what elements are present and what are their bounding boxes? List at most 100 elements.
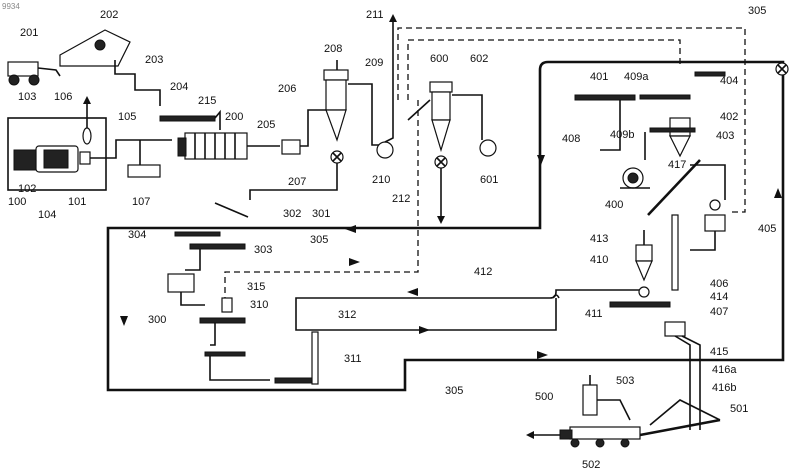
feed-215: [215, 112, 220, 130]
cyclone-410: [636, 230, 652, 280]
line-to-405: [690, 165, 725, 200]
generator-102: [14, 150, 36, 170]
label-404: 404: [720, 75, 738, 87]
label-402: 402: [720, 111, 738, 123]
label-303: 303: [254, 244, 272, 256]
conveyor-302: [215, 203, 248, 217]
hopper-202: [60, 30, 130, 66]
label-210: 210: [372, 174, 390, 186]
label-102: 102: [18, 183, 36, 195]
label-205: 205: [257, 119, 275, 131]
label-501: 501: [730, 403, 748, 415]
conveyor-203: [115, 60, 160, 106]
vent-106-arrow: [83, 96, 91, 104]
label-207: 207: [288, 176, 306, 188]
screen-310: [200, 318, 245, 323]
conveyor-501: [640, 420, 720, 435]
label-106: 106: [54, 91, 72, 103]
cyclone-600: [430, 82, 452, 168]
label-406: 406: [710, 278, 728, 290]
label-414: 414: [710, 291, 728, 303]
screen-409a: [640, 95, 690, 99]
arrow-up-right: [774, 188, 782, 198]
pump-101: [80, 152, 90, 164]
label-104: 104: [38, 209, 56, 221]
line-209: [348, 84, 380, 145]
label-202: 202: [100, 9, 118, 21]
label-401: 401: [590, 71, 608, 83]
line-303-down: [185, 249, 200, 270]
unit-405: [705, 215, 725, 231]
label-600: 600: [430, 53, 448, 65]
truck-502: [560, 427, 640, 447]
label-107: 107: [132, 196, 150, 208]
label-100: 100: [8, 196, 26, 208]
label-203: 203: [145, 54, 163, 66]
label-201: 201: [20, 27, 38, 39]
mill-400-core: [628, 173, 638, 183]
label-407: 407: [710, 306, 728, 318]
line-105: [90, 140, 172, 158]
fan-210: [377, 142, 393, 158]
screen-204: [160, 116, 215, 121]
arrow-loop-left: [345, 225, 356, 233]
label-602: 602: [470, 53, 488, 65]
label-305-b: 305: [445, 385, 463, 397]
unit-415: [665, 322, 685, 336]
corner-id: 9934: [2, 2, 20, 11]
label-400: 400: [605, 199, 623, 211]
label-206: 206: [278, 83, 296, 95]
line-416b: [682, 336, 700, 430]
valve-411: [639, 287, 649, 297]
cyclone-208: [324, 70, 348, 163]
line-503: [597, 400, 630, 420]
label-208: 208: [324, 43, 342, 55]
filter-106: [83, 128, 91, 144]
screen-304: [175, 232, 220, 236]
fan-601: [480, 140, 496, 156]
label-301: 301: [312, 208, 330, 220]
label-601: 601: [480, 174, 498, 186]
arrow-loop-right-3: [537, 351, 548, 359]
dashed-315: [225, 100, 418, 300]
label-408: 408: [562, 133, 580, 145]
label-105: 105: [118, 111, 136, 123]
tank-107: [128, 165, 160, 177]
arrow-600-down: [437, 216, 445, 224]
label-412: 412: [474, 266, 492, 278]
label-302: 302: [283, 208, 301, 220]
label-310: 310: [250, 299, 268, 311]
dryer-200: [178, 133, 247, 159]
label-305-a: 305: [310, 234, 328, 246]
label-304: 304: [128, 229, 146, 241]
line-408: [600, 100, 620, 150]
label-204: 204: [170, 81, 188, 93]
screen-403: [650, 128, 695, 132]
stack-211: [385, 22, 393, 142]
label-503: 503: [616, 375, 634, 387]
label-305-c: 305: [748, 5, 766, 17]
line-312: [296, 298, 556, 330]
label-417: 417: [668, 159, 686, 171]
elevator-406: [672, 215, 678, 290]
screen-303: [190, 244, 245, 249]
outflow-502-arrow: [526, 431, 534, 439]
line-212-feed: [408, 100, 430, 120]
label-403: 403: [716, 130, 734, 142]
label-300: 300: [148, 314, 166, 326]
screen-311-base: [275, 378, 315, 383]
valve-405: [710, 200, 720, 210]
loader-201: [8, 62, 60, 85]
line-416a: [675, 336, 690, 430]
unit-300: [168, 274, 194, 292]
label-215: 215: [198, 95, 216, 107]
label-405: 405: [758, 223, 776, 235]
crossover-412: [553, 295, 559, 298]
screen-lower: [205, 352, 245, 356]
tank-500: [583, 375, 597, 415]
line-412: [296, 290, 640, 300]
label-211: 211: [366, 9, 384, 21]
hopper-315: [222, 298, 232, 312]
label-410: 410: [590, 254, 608, 266]
